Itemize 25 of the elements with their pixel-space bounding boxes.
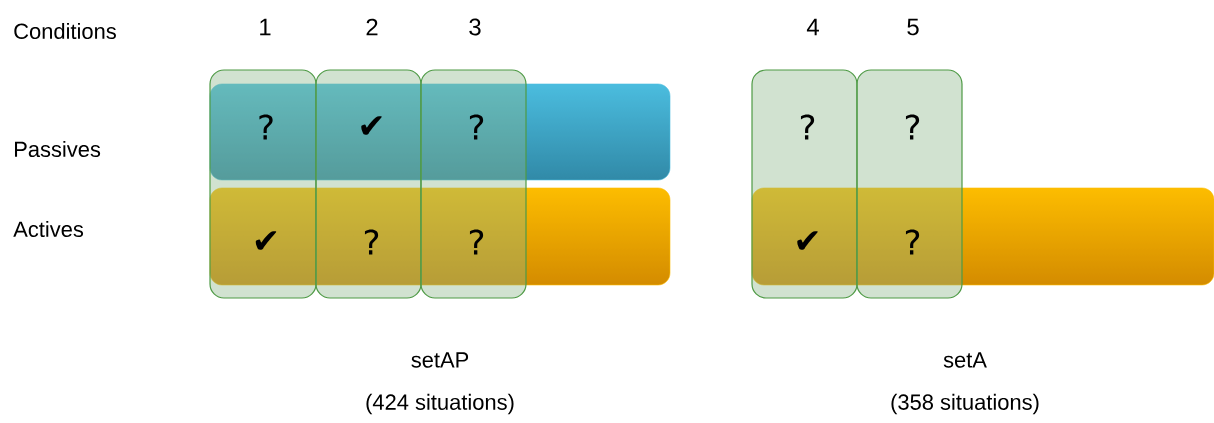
set-label: setA (943, 352, 987, 368)
cell-mark: ? (905, 114, 920, 140)
row-label: Actives (13, 220, 84, 238)
bar (209, 187, 671, 286)
cell-mark: ✔ (797, 231, 818, 250)
set-label: (424 situations) (366, 393, 514, 415)
bar (751, 187, 1214, 286)
set-label: (358 situations) (891, 393, 1039, 415)
cell-mark: ? (800, 114, 815, 140)
row-label: Conditions (14, 22, 116, 40)
cell-mark: ? (364, 229, 379, 255)
cell-mark: ? (469, 229, 484, 255)
row-label: Passives (15, 140, 101, 158)
condition-number: 5 (907, 18, 919, 36)
condition-number: 3 (469, 18, 481, 36)
cell-mark: ? (469, 114, 484, 140)
cell-mark: ? (905, 229, 920, 255)
cell-mark: ? (259, 114, 273, 140)
cell-mark: ✔ (255, 231, 277, 250)
condition-number: 4 (806, 18, 819, 36)
condition-number: 2 (366, 18, 378, 36)
bar (209, 83, 671, 181)
set-label: setAP (411, 352, 469, 368)
cell-mark: ✔ (361, 116, 382, 135)
condition-number: 1 (260, 18, 271, 36)
